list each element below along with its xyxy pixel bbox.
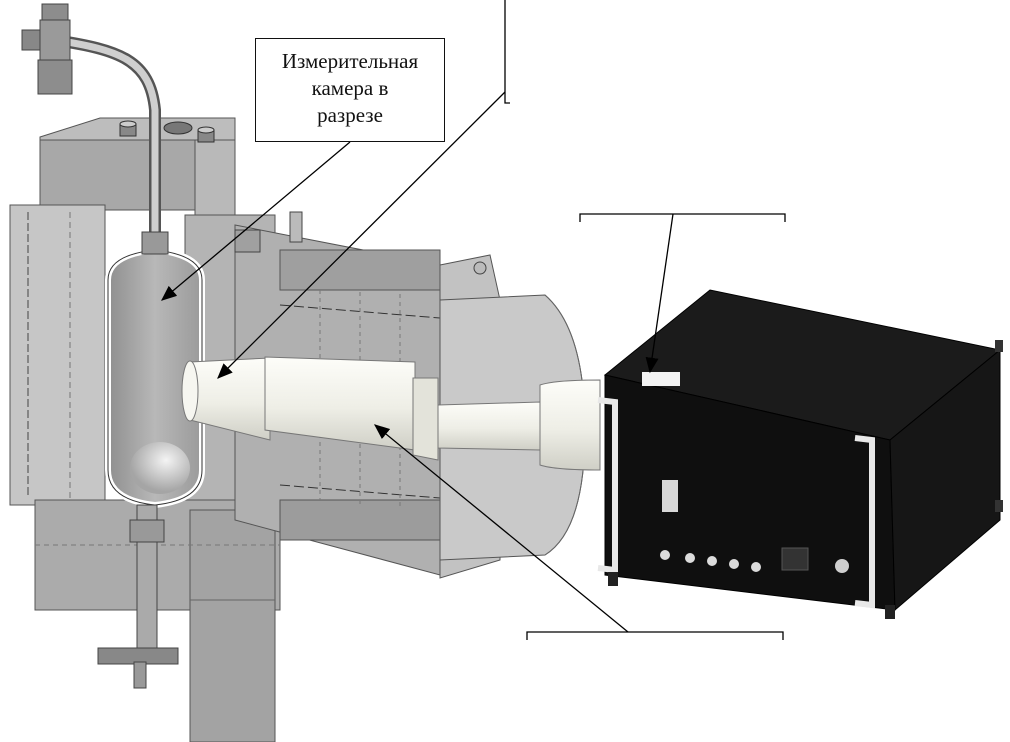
handle-right bbox=[854, 435, 875, 609]
leader-electronics bbox=[645, 213, 674, 374]
leader-ceramic-tube bbox=[217, 91, 506, 379]
knob-5 bbox=[751, 562, 761, 572]
display-window bbox=[781, 547, 809, 571]
callout-line-2: камера в bbox=[311, 76, 389, 100]
handle-left bbox=[597, 397, 618, 574]
leader-lines bbox=[161, 0, 786, 640]
callout-line-3: разрезе bbox=[317, 103, 383, 127]
knob-3 bbox=[707, 556, 717, 566]
knob-4 bbox=[729, 559, 739, 569]
power-switch bbox=[835, 559, 849, 573]
leader-chamber bbox=[161, 141, 351, 301]
label-plate bbox=[642, 372, 680, 386]
knob-1 bbox=[660, 550, 670, 560]
leader-heater bbox=[373, 424, 629, 633]
measurement-chamber bbox=[105, 231, 205, 509]
outlet-pipe bbox=[97, 504, 179, 689]
top-fittings bbox=[119, 120, 215, 143]
electronics-unit bbox=[597, 289, 1003, 619]
knob-2 bbox=[685, 553, 695, 563]
chamber-callout: Измерительная камера в разрезе bbox=[255, 38, 445, 142]
connector-port bbox=[662, 480, 678, 512]
callout-line-1: Измерительная bbox=[281, 49, 419, 73]
inlet-pipe bbox=[21, 3, 161, 245]
